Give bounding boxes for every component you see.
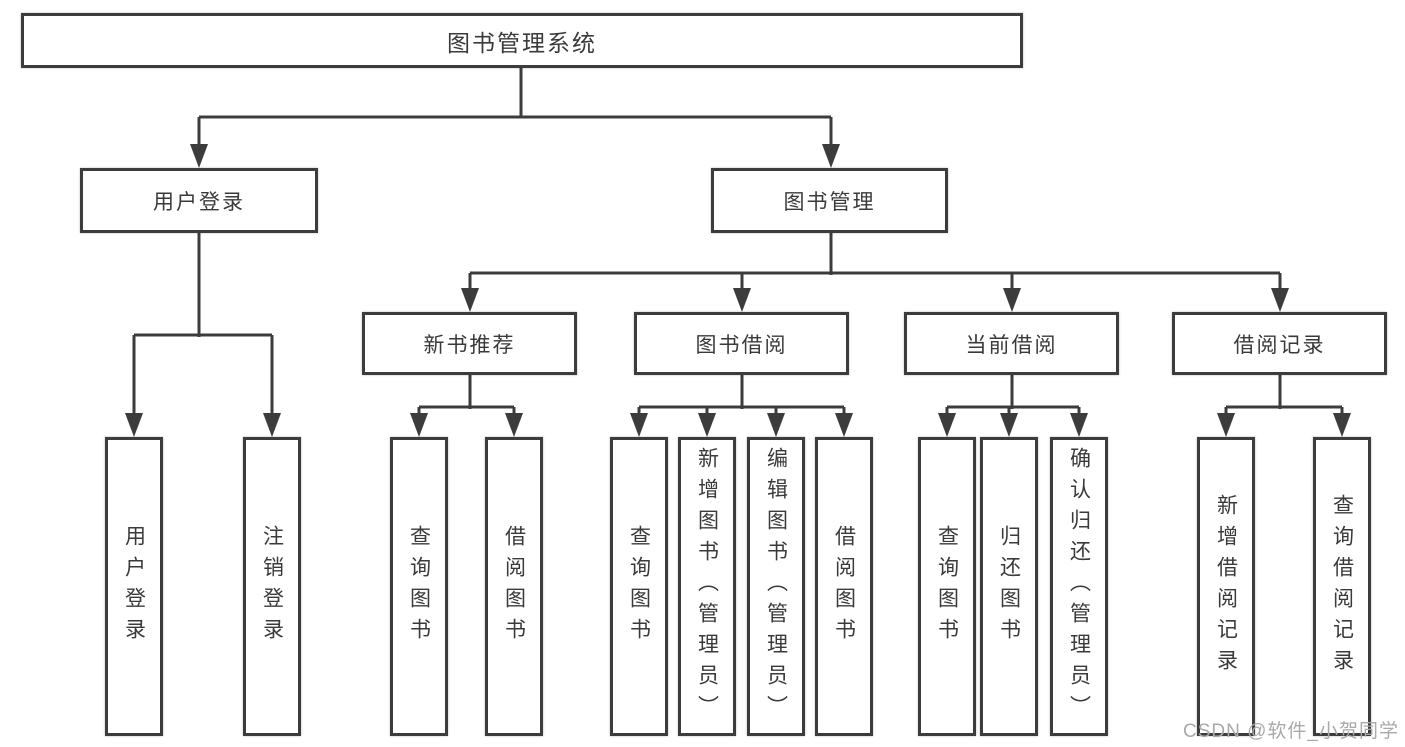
csdn-watermark: CSDN @软件_小贺同学	[1183, 721, 1399, 742]
leaf-query-books-1-label: 查询图书	[407, 524, 431, 649]
leaf-confirm-return-admin: 确认归还（管理员）	[1050, 437, 1108, 736]
leaf-borrow-books-1: 借阅图书	[485, 437, 543, 736]
node-book-management: 图书管理	[711, 168, 948, 233]
node-current-borrow: 当前借阅	[904, 312, 1119, 375]
connector-borrow-records-leaves	[1217, 375, 1351, 437]
leaf-return-book: 归还图书	[980, 437, 1038, 736]
leaf-edit-book-admin: 编辑图书（管理员）	[747, 437, 805, 736]
leaf-add-book-admin-label: 新增图书（管理员）	[695, 447, 719, 726]
leaf-query-books-2-label: 查询图书	[627, 524, 651, 649]
connector-book-borrow-leaves	[630, 375, 853, 437]
leaf-add-book-admin: 新增图书（管理员）	[678, 437, 736, 736]
node-user-login: 用户登录	[80, 168, 318, 233]
leaf-user-login-label: 用户登录	[122, 524, 146, 649]
leaf-add-borrow-record-label: 新增借阅记录	[1214, 493, 1238, 680]
leaf-user-login: 用户登录	[105, 437, 163, 736]
leaf-borrow-books-2: 借阅图书	[815, 437, 873, 736]
leaf-return-book-label: 归还图书	[997, 524, 1021, 649]
leaf-add-borrow-record: 新增借阅记录	[1197, 437, 1255, 736]
node-book-borrow: 图书借阅	[634, 312, 849, 375]
connector-user-login-leaves	[125, 233, 281, 437]
leaf-query-books-3-label: 查询图书	[935, 524, 959, 649]
leaf-query-borrow-record-label: 查询借阅记录	[1330, 493, 1354, 680]
leaf-edit-book-admin-label: 编辑图书（管理员）	[764, 447, 788, 726]
leaf-confirm-return-admin-label: 确认归还（管理员）	[1067, 447, 1091, 726]
leaf-query-books-2: 查询图书	[610, 437, 668, 736]
node-new-book-recommend: 新书推荐	[362, 312, 577, 375]
connector-new-book-leaves	[410, 375, 523, 437]
connector-current-borrow-leaves	[938, 375, 1088, 437]
leaf-logout-label: 注销登录	[260, 524, 284, 649]
leaf-borrow-books-1-label: 借阅图书	[502, 524, 526, 649]
leaf-query-books-1: 查询图书	[390, 437, 448, 736]
connector-root-to-level2	[190, 66, 840, 168]
connector-book-management-level3	[461, 233, 1289, 312]
leaf-logout: 注销登录	[243, 437, 301, 736]
node-library-system: 图书管理系统	[21, 13, 1023, 68]
node-borrow-records: 借阅记录	[1172, 312, 1387, 375]
leaf-borrow-books-2-label: 借阅图书	[832, 524, 856, 649]
leaf-query-books-3: 查询图书	[918, 437, 976, 736]
leaf-query-borrow-record: 查询借阅记录	[1313, 437, 1371, 736]
